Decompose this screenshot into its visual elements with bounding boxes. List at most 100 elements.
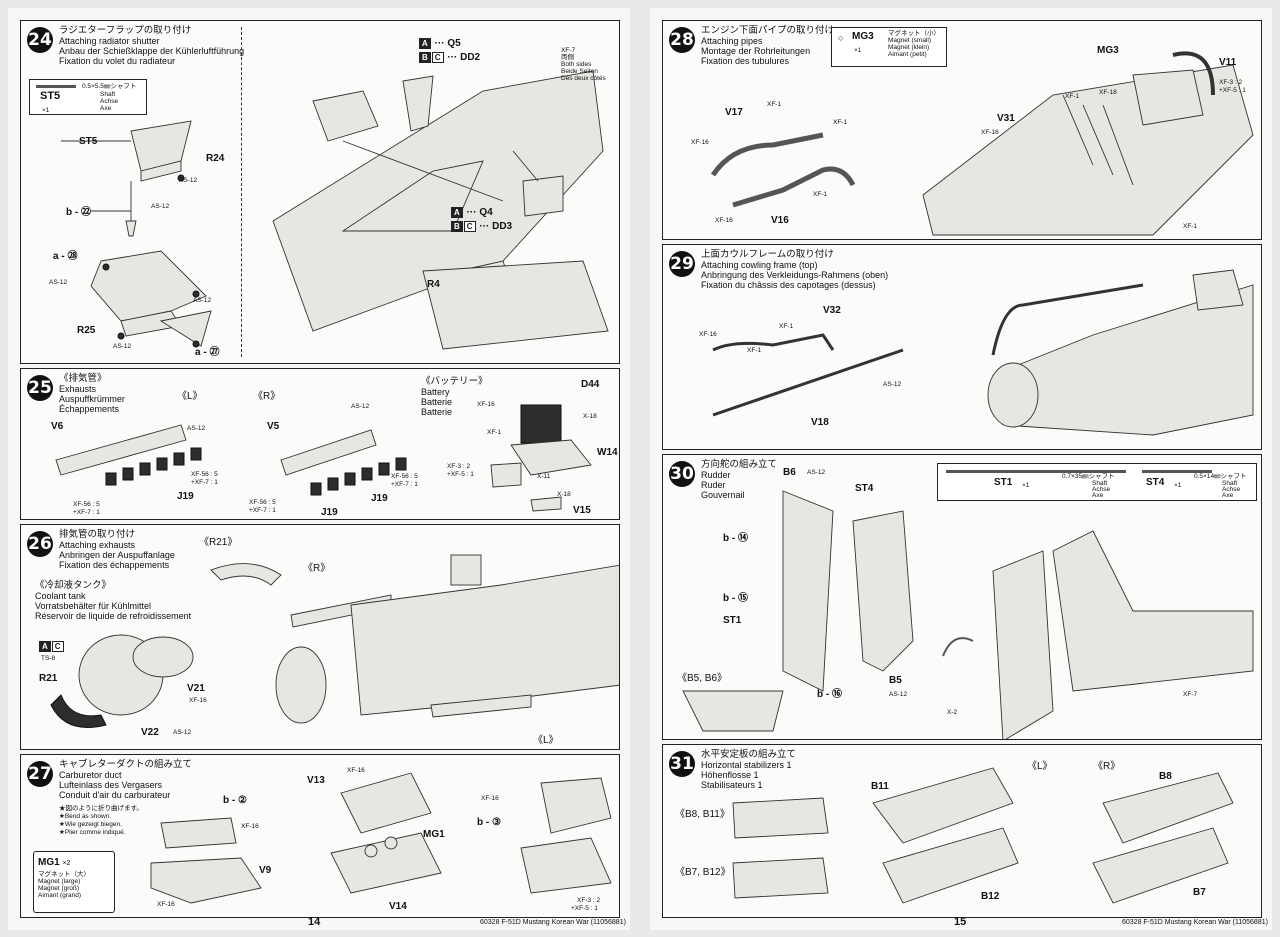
label-b16: b - ⑯	[817, 689, 842, 700]
label-x2: X-2	[947, 709, 958, 716]
footer-text: 60328 F-51D Mustang Korean War (11056881…	[1122, 919, 1268, 926]
step-title: ラジエターフラップの取り付け Attaching radiator shutte…	[59, 25, 245, 67]
label-xf56: XF-56 : 5	[191, 471, 218, 478]
instruction-page-right: 28 エンジン下面パイプの取り付け Attaching pipes Montag…	[650, 8, 1272, 930]
engine-pipes-illustration	[710, 51, 1254, 236]
subtitle-l: 《L》	[177, 391, 203, 402]
label-b22: b - ㉒	[66, 207, 91, 218]
label-xf56: XF-56 : 5	[249, 499, 276, 506]
carburetor-duct-illustration	[150, 772, 612, 904]
label-xf1: XF-1	[833, 119, 848, 126]
label-q4: A ··· Q4	[451, 207, 493, 218]
page-number: 14	[308, 916, 321, 928]
step-title: 上面カウルフレームの取り付け Attaching cowling frame (…	[701, 249, 889, 291]
label-d44: D44	[581, 379, 600, 390]
label-xf56: XF-56 : 5	[391, 473, 418, 480]
label-xf7: +XF-7 : 1	[73, 509, 100, 516]
cowling-frame-illustration	[712, 269, 1254, 436]
label-w14: W14	[597, 447, 618, 458]
label-b5: B5	[889, 675, 902, 686]
fuselage-illustration	[272, 70, 609, 350]
subtitle-l: 《L》	[1027, 761, 1053, 772]
label-as12: AS-12	[49, 279, 68, 286]
label-xf16: XF-16	[699, 331, 717, 338]
label-v11: V11	[1219, 57, 1237, 68]
label-xf7-both-sides: XF-7 両側 Both sides Beide Seiten Des deux…	[561, 47, 606, 82]
step-29-panel: 29 上面カウルフレームの取り付け Attaching cowling fram…	[662, 244, 1262, 450]
subtitle-r: 《R》	[253, 391, 281, 402]
label-r24: R24	[206, 153, 225, 164]
step-30-panel: 30 方向舵の組み立て Rudder Ruder Gouvernail 0.7×…	[662, 454, 1262, 740]
step-27-panel: 27 キャブレターダクトの組み立て Carburetor duct Luftei…	[20, 754, 620, 918]
label-xf5: +XF-5 : 1	[1219, 87, 1246, 94]
subtitle-r: 《R》	[1093, 761, 1121, 772]
step-31-panel: 31 水平安定板の組み立て Horizontal stabilizers 1 H…	[662, 744, 1262, 918]
label-v5: V5	[267, 421, 280, 432]
label-xf16: XF-16	[241, 823, 259, 830]
label-v6: V6	[51, 421, 64, 432]
label-v32: V32	[823, 305, 841, 316]
label-q5: A ··· Q5	[419, 38, 461, 49]
page-number: 15	[954, 916, 967, 928]
label-b15: b - ⑮	[723, 593, 748, 604]
label-x18: X-18	[583, 413, 597, 420]
label-as12: AS-12	[151, 203, 170, 210]
label-xf5: +XF-5 : 1	[571, 905, 598, 912]
label-v16: V16	[771, 215, 789, 226]
label-xf16: XF-16	[477, 401, 495, 408]
label-xf1: XF-1	[1183, 223, 1198, 230]
instruction-page-left: 24 ラジエターフラップの取り付け Attaching radiator shu…	[8, 8, 630, 930]
label-xf1: XF-1	[487, 429, 502, 436]
label-as12: AS-12	[351, 403, 370, 410]
step-title: キャブレターダクトの組み立て Carburetor duct Lufteinla…	[59, 759, 193, 801]
label-xf16: XF-16	[691, 139, 709, 146]
label-v13: V13	[307, 775, 325, 786]
step-number: 25	[27, 375, 53, 401]
label-as12: AS-12	[113, 343, 132, 350]
rudder-illustration	[682, 490, 1254, 739]
step-25-panel: 25 《排気管》 Exhausts Auspuffkrümmer Échappe…	[20, 368, 620, 520]
step-number: 24	[27, 27, 53, 53]
stabilizer-illustration	[732, 767, 1234, 904]
label-xf7: XF-7	[1183, 691, 1198, 698]
label-j19: J19	[371, 493, 388, 504]
label-as12: AS-12	[193, 297, 212, 304]
label-j19: J19	[321, 507, 338, 518]
step-title: 《排気管》 Exhausts Auspuffkrümmer Échappemen…	[59, 373, 125, 415]
label-b14: b - ⑭	[723, 533, 748, 544]
label-v22: V22	[141, 727, 159, 738]
label-b12: B12	[981, 891, 1000, 902]
subtitle-l: 《L》	[533, 735, 559, 746]
step-24-panel: 24 ラジエターフラップの取り付け Attaching radiator shu…	[20, 20, 620, 364]
divider	[241, 27, 242, 357]
label-xf3: XF-3 : 2	[577, 897, 601, 904]
label-st1: ST1	[723, 615, 742, 626]
label-xf5: +XF-5 : 1	[447, 471, 474, 478]
step-title: 水平安定板の組み立て Horizontal stabilizers 1 Höhe…	[701, 749, 797, 791]
label-xf1: XF-1	[779, 323, 794, 330]
step-number: 28	[669, 27, 695, 53]
label-x18: X-18	[557, 491, 571, 498]
label-x11: X-11	[537, 473, 551, 480]
label-xf7: +XF-7 : 1	[391, 481, 418, 488]
part-box-st5: 0.5×5.5㎜シャフト ST5 ×1 Shaft Achse Axe	[29, 79, 147, 115]
label-a27: a - ㉗	[195, 347, 220, 358]
label-ts8: TS-8	[41, 655, 56, 662]
label-v17: V17	[725, 107, 743, 118]
mg3-box: ○ MG3 ×1 マグネット（小） Magnet (small) Magnet …	[831, 27, 947, 67]
battery-title: 《バッテリー》 Battery Batterie Batterie	[421, 376, 488, 418]
step-26-panel: 26 排気管の取り付け Attaching exhausts Anbringen…	[20, 524, 620, 750]
subtitle-b7-b12: 《B7, B12》	[675, 867, 731, 878]
step-title: 方向舵の組み立て Rudder Ruder Gouvernail	[701, 459, 778, 501]
label-as12: AS-12	[179, 177, 198, 184]
step-number: 30	[669, 461, 695, 487]
label-xf1: XF-1	[767, 101, 782, 108]
label-st5: ST5	[79, 136, 98, 147]
coolant-title: 《冷却液タンク》 Coolant tank Vorratsbehälter fü…	[35, 580, 192, 622]
label-r25: R25	[77, 325, 96, 336]
label-xf3: XF-3 : 2	[447, 463, 471, 470]
label-b6: B6	[783, 467, 796, 478]
label-v18: V18	[811, 417, 829, 428]
